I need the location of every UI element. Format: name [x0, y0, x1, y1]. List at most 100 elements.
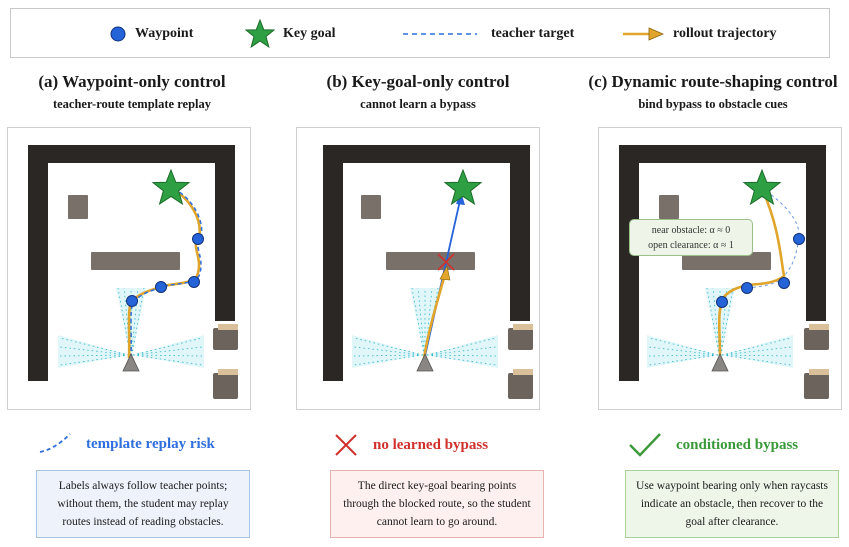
dashed-line-icon [403, 33, 477, 35]
door-block [508, 328, 533, 350]
waypoint-marker [741, 282, 753, 294]
note-a: template replay risk [38, 432, 215, 456]
arrow-icon [623, 27, 665, 41]
top-wall [323, 145, 530, 163]
raycast-fan-right [132, 335, 204, 368]
panel-a [7, 127, 251, 410]
goal-star [443, 168, 483, 206]
raycast-fan-right [721, 335, 793, 368]
obstacle [68, 195, 88, 219]
panel-a-scene [28, 145, 238, 399]
panel-c-subtitle: bind bypass to obstacle cues [638, 97, 788, 111]
right-wall [510, 145, 530, 321]
waypoint-marker [192, 233, 204, 245]
panel-b-scene [323, 145, 533, 399]
door-trim [513, 369, 533, 375]
door-trim [809, 324, 829, 330]
panel-a-title: (a) Waypoint-only control [38, 72, 226, 91]
alpha-near-obstacle: near obstacle: α ≈ 0 [651, 225, 731, 236]
legend-rollout: rollout trajectory [621, 9, 777, 59]
rollout-path [717, 187, 786, 359]
waypoint-marker [155, 281, 167, 293]
top-wall [619, 145, 826, 163]
obstacle [659, 195, 679, 219]
panel-c: near obstacle: α ≈ 0 open clearance: α ≈… [598, 127, 842, 410]
waypoint-marker [793, 233, 805, 245]
panel-b [296, 127, 540, 410]
cross-icon [335, 434, 357, 456]
checkmark-icon [629, 433, 661, 457]
raycast-fan-left [647, 335, 719, 368]
panel-c-title: (c) Dynamic route-shaping control [588, 72, 838, 91]
robot-marker [711, 353, 729, 372]
legend-rollout-label: rollout trajectory [673, 26, 777, 41]
panel-c-scene [619, 145, 829, 399]
cross-icon [437, 253, 455, 271]
left-wall [619, 145, 639, 381]
panel-a-heading: (a) Waypoint-only control teacher-route … [2, 72, 262, 112]
waypoint-marker [716, 296, 728, 308]
waypoint-marker [188, 276, 200, 288]
panel-b-heading: (b) Key-goal-only control cannot learn a… [288, 72, 548, 112]
obstacle [361, 195, 381, 219]
note-a-text: Labels always follow teacher points; wit… [57, 480, 229, 528]
waypoint-icon [110, 26, 126, 42]
alpha-open-clearance: open clearance: α ≈ 1 [648, 240, 734, 251]
door-block [804, 373, 829, 399]
obstacle [682, 252, 771, 270]
note-c-box: Use waypoint bearing only when raycasts … [625, 470, 839, 538]
right-wall [806, 145, 826, 321]
door-trim [809, 369, 829, 375]
note-a-label: template replay risk [86, 435, 215, 452]
door-block [213, 373, 238, 399]
legend-teacher-target-label: teacher target [491, 26, 575, 41]
alpha-callout: near obstacle: α ≈ 0 open clearance: α ≈… [629, 219, 753, 256]
note-b: no learned bypass [333, 432, 488, 458]
note-b-text: The direct key-goal bearing points throu… [343, 480, 531, 528]
obstacle [91, 252, 180, 270]
panel-b-title: (b) Key-goal-only control [326, 72, 510, 91]
legend-key-goal-label: Key goal [283, 26, 336, 41]
teacher-path [130, 187, 203, 359]
legend-key-goal: Key goal [245, 9, 336, 59]
door-block [508, 373, 533, 399]
left-wall [323, 145, 343, 381]
teacher-path [746, 187, 800, 289]
waypoint-marker [126, 295, 138, 307]
robot-marker [416, 353, 434, 372]
panel-c-heading: (c) Dynamic route-shaping control bind b… [568, 72, 849, 112]
note-c-text: Use waypoint bearing only when raycasts … [636, 480, 828, 528]
raycast-fan-left [58, 335, 130, 368]
raycast-fan-right [426, 335, 498, 368]
note-b-box: The direct key-goal bearing points throu… [330, 470, 544, 538]
dashed-curve-icon [39, 433, 71, 453]
legend-waypoint: Waypoint [109, 9, 193, 59]
door-trim [218, 369, 238, 375]
rollout-arrowhead [439, 265, 451, 281]
robot-marker [122, 353, 140, 372]
left-wall [28, 145, 48, 381]
waypoint-marker [778, 277, 790, 289]
note-c-label: conditioned bypass [676, 436, 799, 453]
note-a-box: Labels always follow teacher points; wit… [36, 470, 250, 538]
door-trim [513, 324, 533, 330]
panel-a-subtitle: teacher-route template replay [52, 97, 212, 111]
raycast-fan-left [352, 335, 424, 368]
note-b-label: no learned bypass [373, 436, 489, 453]
top-wall [28, 145, 235, 163]
note-c: conditioned bypass [628, 432, 798, 458]
legend: Waypoint Key goal teacher target rollout… [10, 8, 830, 58]
door-block [804, 328, 829, 350]
goal-star [742, 168, 782, 206]
right-wall [215, 145, 235, 321]
legend-waypoint-label: Waypoint [135, 26, 194, 41]
rollout-path [127, 186, 202, 359]
goal-star [151, 168, 191, 206]
door-block [213, 328, 238, 350]
legend-teacher-target: teacher target [401, 9, 574, 59]
star-icon [245, 19, 275, 49]
door-trim [218, 324, 238, 330]
rollout-path [422, 273, 447, 359]
obstacle [386, 252, 475, 270]
panel-b-subtitle: cannot learn a bypass [360, 97, 476, 111]
